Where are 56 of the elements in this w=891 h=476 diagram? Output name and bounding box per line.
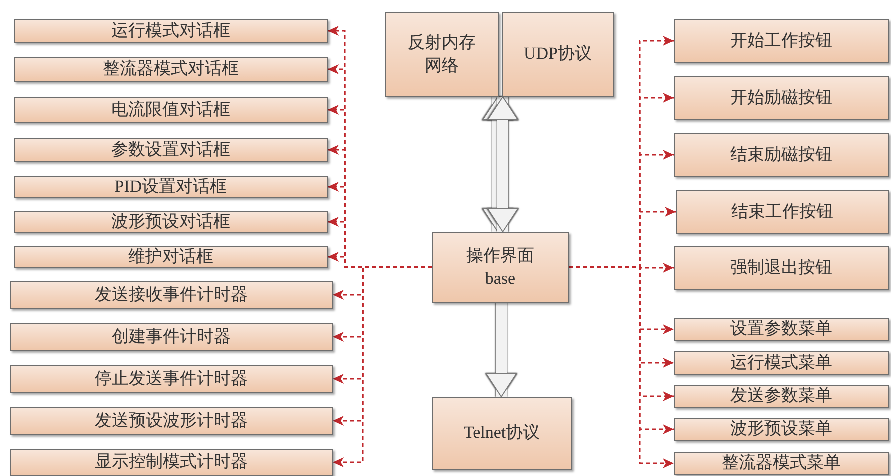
block-arrow xyxy=(488,96,518,232)
node-text: 创建事件计时器 xyxy=(112,326,231,348)
node-text: 运行模式菜单 xyxy=(730,352,832,374)
process-box xyxy=(14,138,328,162)
process-box xyxy=(674,76,889,120)
node-text: 停止发送事件计时器 xyxy=(95,368,248,390)
process-box xyxy=(676,190,889,234)
node-text: 波形预设菜单 xyxy=(730,418,832,440)
process-box xyxy=(674,385,889,408)
node-text: Telnet协议 xyxy=(464,422,540,444)
process-box xyxy=(10,407,333,435)
process-box xyxy=(14,176,328,198)
process-box xyxy=(674,246,889,290)
process-box xyxy=(10,365,333,393)
node-text: 参数设置对话框 xyxy=(112,138,230,161)
node-text: 结束工作按钮 xyxy=(732,200,834,223)
node-text: 显示控制模式计时器 xyxy=(95,451,248,474)
process-box xyxy=(10,281,333,309)
process-box xyxy=(674,418,889,441)
node-text: 结束励磁按钮 xyxy=(730,144,832,166)
node-text: 反射内存网络 xyxy=(407,32,477,76)
node-text: 发送参数菜单 xyxy=(730,385,832,408)
process-box xyxy=(674,351,889,375)
process-box xyxy=(10,449,333,476)
block-arrow xyxy=(486,303,517,398)
process-box xyxy=(432,232,569,303)
process-box xyxy=(14,211,328,233)
process-box xyxy=(385,12,499,97)
node-text: 波形预设对话框 xyxy=(112,210,230,233)
node-text: 操作界面 base xyxy=(466,244,536,290)
arrow xyxy=(333,266,432,468)
process-box xyxy=(14,246,328,268)
node-text: 整流器模式对话框 xyxy=(103,58,239,80)
process-box xyxy=(14,97,328,123)
process-box xyxy=(10,323,333,351)
node-text: 开始励磁按钮 xyxy=(730,86,832,109)
node-text: 发送接收事件计时器 xyxy=(95,284,248,306)
node-text: 电流限值对话框 xyxy=(112,98,230,121)
process-box xyxy=(502,12,614,97)
node-text: 发送预设波形计时器 xyxy=(95,410,248,432)
node-text: 开始工作按钮 xyxy=(730,30,832,52)
process-box xyxy=(674,133,889,177)
process-box xyxy=(14,57,328,82)
node-text: 运行模式对话框 xyxy=(112,20,230,42)
node-text: PID设置对话框 xyxy=(114,176,228,198)
node-text: 整流器模式菜单 xyxy=(722,452,841,474)
node-text: 设置参数菜单 xyxy=(730,318,832,340)
process-box xyxy=(674,452,889,475)
node-text: 维护对话框 xyxy=(128,246,214,268)
node-text: 强制退出按钮 xyxy=(730,256,832,279)
process-box xyxy=(432,397,572,470)
arrow xyxy=(569,266,674,468)
process-box xyxy=(674,318,889,341)
node-text: UDP协议 xyxy=(524,43,592,66)
process-box xyxy=(674,19,889,63)
process-box xyxy=(14,19,328,43)
